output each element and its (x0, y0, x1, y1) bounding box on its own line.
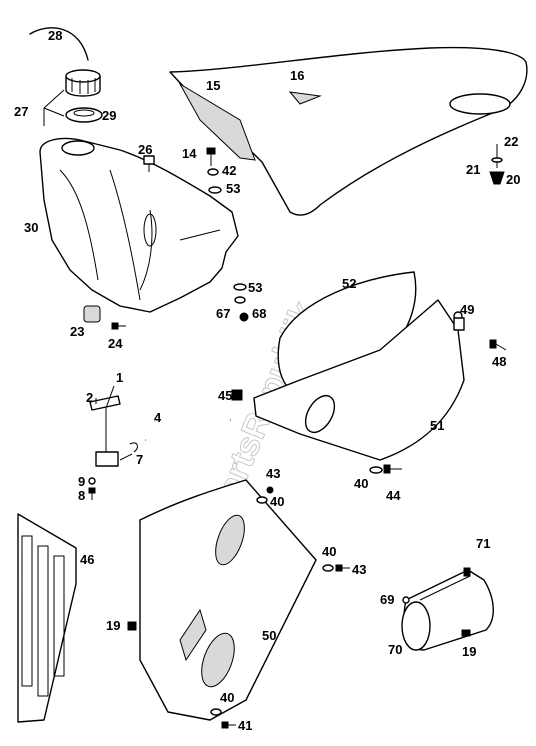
washer-40-top (256, 496, 268, 504)
callout-42: 42 (222, 163, 236, 178)
callout-26: 26 (138, 142, 152, 157)
washer-40-side (369, 466, 383, 474)
clip-19-bag (461, 629, 471, 637)
radiator-grille (17, 513, 77, 723)
fuel-tank (39, 137, 239, 313)
callout-24: 24 (108, 336, 123, 351)
seat-buffer (489, 144, 505, 185)
callout-69: 69 (380, 592, 394, 607)
callout-27: 27 (14, 104, 28, 119)
leader-lines (43, 89, 497, 409)
callout-45: 45 (218, 388, 232, 403)
callout-1: 1 (116, 370, 123, 385)
callout-28: 28 (48, 28, 62, 43)
washer-40-right (322, 564, 334, 572)
callout-49: 49 (460, 302, 474, 317)
callout-29: 29 (102, 108, 116, 123)
screw-43-right (335, 564, 350, 572)
callout-7: 7 (136, 452, 143, 467)
bolt-24 (111, 322, 126, 330)
callout-30: 30 (24, 220, 38, 235)
callout-48: 48 (492, 354, 506, 369)
screw-41 (221, 721, 236, 729)
clip-45 (231, 389, 243, 401)
tank-fitting (143, 155, 155, 172)
nut-68 (239, 312, 249, 322)
callout-53: 53 (226, 181, 240, 196)
washer-42 (207, 168, 219, 176)
callout-14: 14 (182, 146, 197, 161)
bolt-44 (383, 464, 402, 474)
bolt-48 (489, 339, 507, 351)
callout-51: 51 (430, 418, 444, 433)
callout-41: 41 (238, 718, 252, 733)
rubber-bushing (83, 305, 101, 323)
washer-67 (234, 296, 246, 304)
callout-2: 2 (86, 390, 93, 405)
callout-50: 50 (262, 628, 276, 643)
radiator-shroud (139, 479, 317, 721)
hose-clamp-7 (129, 442, 138, 453)
callout-46: 46 (80, 552, 94, 567)
washer-40-bottom (210, 708, 222, 716)
spacer-49 (453, 317, 465, 331)
callout-53-lower: 53 (248, 280, 262, 295)
side-panel-inner (277, 271, 417, 397)
vent-hose (29, 27, 89, 61)
screw-69 (402, 596, 410, 604)
seat (169, 46, 528, 216)
callout-52: 52 (342, 276, 356, 291)
side-cover (253, 299, 465, 461)
washer-53 (208, 186, 222, 194)
screw-43-top (266, 486, 274, 494)
callout-19: 19 (106, 618, 120, 633)
cap-gasket (65, 107, 103, 123)
washer-9 (88, 477, 96, 485)
callout-19-bag: 19 (462, 644, 476, 659)
callout-43-right: 43 (352, 562, 366, 577)
screw-8 (88, 487, 96, 500)
washer-53-lower (233, 283, 247, 291)
callout-15: 15 (206, 78, 220, 93)
callout-40-top: 40 (270, 494, 284, 509)
callout-20: 20 (506, 172, 520, 187)
callout-labels: 28 27 29 30 26 15 16 14 42 53 22 21 20 5… (14, 28, 520, 733)
callout-9: 9 (78, 474, 85, 489)
callout-43-top: 43 (266, 466, 280, 481)
callout-23: 23 (70, 324, 84, 339)
callout-16: 16 (290, 68, 304, 83)
callout-8: 8 (78, 488, 85, 503)
callout-21: 21 (466, 162, 480, 177)
callout-71: 71 (476, 536, 490, 551)
callout-22: 22 (504, 134, 518, 149)
tool-bag (401, 567, 494, 651)
clip-19 (127, 621, 137, 631)
callout-40-side: 40 (354, 476, 368, 491)
callout-40-right: 40 (322, 544, 336, 559)
bolt-14 (206, 147, 216, 166)
callout-70: 70 (388, 642, 402, 657)
callout-67: 67 (216, 306, 230, 321)
fuel-tap (89, 395, 133, 467)
callout-68: 68 (252, 306, 266, 321)
tank-cap (65, 69, 101, 97)
callout-4: 4 (154, 410, 162, 425)
fuel-line-4 (145, 418, 231, 442)
callout-44: 44 (386, 488, 401, 503)
callout-40-bottom: 40 (220, 690, 234, 705)
